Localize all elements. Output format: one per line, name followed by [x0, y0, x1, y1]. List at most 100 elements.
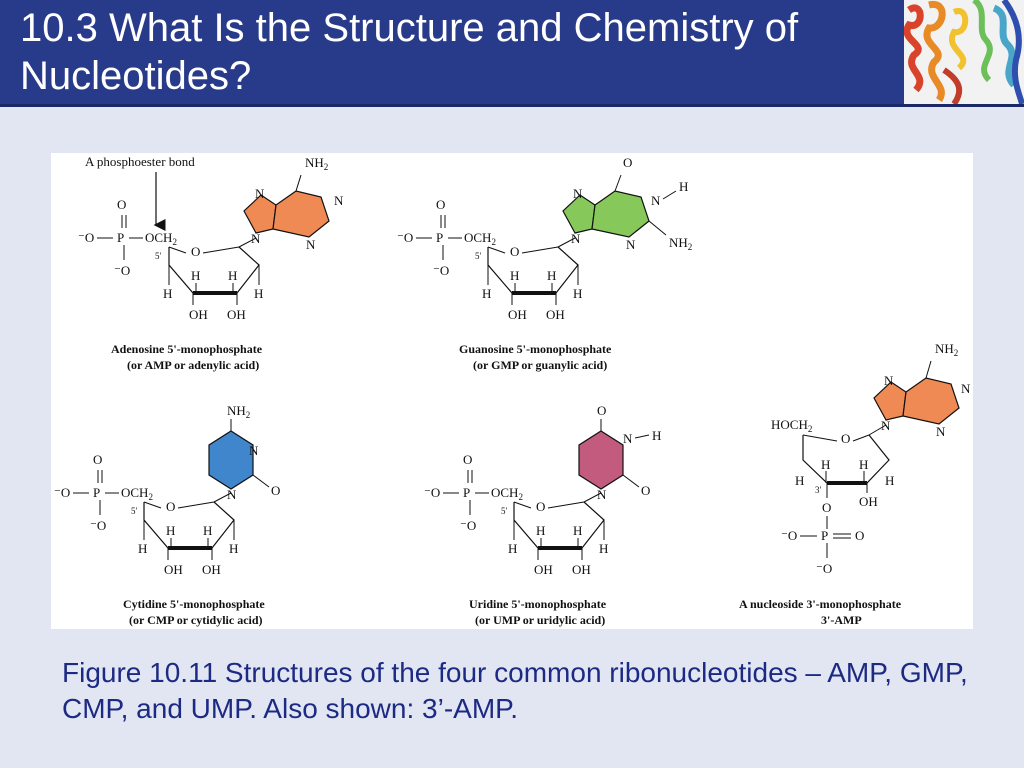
svg-text:⁻O: ⁻O — [433, 263, 449, 278]
svg-text:O: O — [597, 403, 606, 418]
svg-text:H: H — [547, 268, 556, 283]
svg-text:O: O — [463, 452, 472, 467]
svg-text:NH2: NH2 — [935, 341, 958, 358]
svg-text:⁻O: ⁻O — [397, 230, 413, 245]
svg-text:P: P — [436, 230, 443, 245]
svg-text:O: O — [191, 244, 200, 259]
svg-text:OCH2: OCH2 — [464, 230, 496, 247]
svg-text:5′: 5′ — [501, 506, 508, 516]
svg-text:O: O — [93, 452, 102, 467]
svg-text:Adenosine 5'-monophosphate: Adenosine 5'-monophosphate — [111, 342, 263, 356]
svg-text:OCH2: OCH2 — [121, 485, 153, 502]
svg-text:⁻O: ⁻O — [424, 485, 440, 500]
figure-caption: Figure 10.11 Structures of the four comm… — [62, 657, 968, 724]
svg-text:H: H — [795, 473, 804, 488]
svg-text:N: N — [571, 231, 581, 246]
svg-text:OH: OH — [534, 562, 553, 577]
svg-text:OH: OH — [546, 307, 565, 322]
svg-text:O: O — [271, 483, 280, 498]
svg-text:NH2: NH2 — [305, 155, 328, 172]
svg-text:O: O — [822, 500, 831, 515]
svg-text:H: H — [573, 523, 582, 538]
svg-text:(or CMP or cytidylic acid): (or CMP or cytidylic acid) — [129, 613, 263, 627]
svg-text:N: N — [227, 487, 237, 502]
svg-text:O: O — [510, 244, 519, 259]
svg-text:⁻O: ⁻O — [78, 230, 94, 245]
svg-text:H: H — [166, 523, 175, 538]
svg-text:H: H — [510, 268, 519, 283]
svg-text:OH: OH — [859, 494, 878, 509]
svg-text:⁻O: ⁻O — [90, 518, 106, 533]
svg-text:H: H — [228, 268, 237, 283]
svg-text:N: N — [249, 443, 259, 458]
svg-text:3'-AMP: 3'-AMP — [821, 613, 862, 627]
svg-text:N: N — [597, 487, 607, 502]
svg-text:O: O — [641, 483, 650, 498]
svg-text:P: P — [821, 528, 828, 543]
svg-text:H: H — [191, 268, 200, 283]
svg-text:H: H — [536, 523, 545, 538]
svg-text:P: P — [117, 230, 124, 245]
svg-text:Guanosine 5'-monophosphate: Guanosine 5'-monophosphate — [459, 342, 612, 356]
svg-text:N: N — [936, 424, 946, 439]
svg-text:N: N — [651, 193, 661, 208]
svg-text:Uridine 5'-monophosphate: Uridine 5'-monophosphate — [469, 597, 607, 611]
svg-text:O: O — [841, 431, 850, 446]
svg-text:H: H — [203, 523, 212, 538]
svg-text:N: N — [306, 237, 316, 252]
svg-text:N: N — [623, 431, 633, 446]
svg-text:N: N — [251, 231, 261, 246]
svg-text:OCH2: OCH2 — [145, 230, 177, 247]
svg-text:A nucleoside 3'-monophosphate: A nucleoside 3'-monophosphate — [739, 597, 902, 611]
svg-text:H: H — [138, 541, 147, 556]
figure-panel: A phosphoester bond O ⁻O P OCH2 ⁻O 5′ O … — [51, 153, 973, 629]
svg-text:N: N — [884, 373, 894, 388]
svg-text:OH: OH — [508, 307, 527, 322]
svg-text:H: H — [508, 541, 517, 556]
svg-text:N: N — [881, 418, 891, 433]
svg-text:(or UMP or uridylic acid): (or UMP or uridylic acid) — [475, 613, 605, 627]
svg-text:N: N — [573, 186, 583, 201]
svg-text:OH: OH — [572, 562, 591, 577]
svg-text:NH2: NH2 — [669, 235, 692, 252]
svg-text:⁻O: ⁻O — [114, 263, 130, 278]
svg-text:OH: OH — [164, 562, 183, 577]
svg-text:OH: OH — [189, 307, 208, 322]
svg-text:(or GMP or guanylic acid): (or GMP or guanylic acid) — [473, 358, 607, 372]
svg-text:5′: 5′ — [475, 251, 482, 261]
svg-text:OCH2: OCH2 — [491, 485, 523, 502]
svg-text:⁻O: ⁻O — [54, 485, 70, 500]
svg-text:P: P — [463, 485, 470, 500]
svg-text:H: H — [859, 457, 868, 472]
amp3-structure: HOCH2 O H H H H 3′ OH O ⁻O P O ⁻O — [739, 341, 971, 627]
svg-text:3′: 3′ — [815, 485, 822, 495]
svg-text:H: H — [652, 428, 661, 443]
protein-structure-image — [904, 0, 1024, 104]
svg-text:HOCH2: HOCH2 — [771, 417, 812, 434]
slide-title: 10.3 What Is the Structure and Chemistry… — [20, 6, 799, 98]
svg-text:P: P — [93, 485, 100, 500]
svg-text:5′: 5′ — [131, 506, 138, 516]
svg-text:H: H — [885, 473, 894, 488]
svg-text:O: O — [436, 197, 445, 212]
svg-text:OH: OH — [202, 562, 221, 577]
title-bar: 10.3 What Is the Structure and Chemistry… — [0, 0, 904, 104]
svg-text:H: H — [254, 286, 263, 301]
svg-text:H: H — [599, 541, 608, 556]
svg-text:NH2: NH2 — [227, 403, 250, 420]
svg-text:H: H — [229, 541, 238, 556]
svg-text:O: O — [117, 197, 126, 212]
svg-text:(or AMP or adenylic acid): (or AMP or adenylic acid) — [127, 358, 259, 372]
svg-text:N: N — [961, 381, 971, 396]
svg-text:O: O — [623, 155, 632, 170]
svg-text:5′: 5′ — [155, 251, 162, 261]
svg-text:⁻O: ⁻O — [781, 528, 797, 543]
svg-text:N: N — [255, 186, 265, 201]
svg-text:Cytidine 5'-monophosphate: Cytidine 5'-monophosphate — [123, 597, 265, 611]
svg-text:OH: OH — [227, 307, 246, 322]
nucleotide-structures-figure: A phosphoester bond O ⁻O P OCH2 ⁻O 5′ O … — [54, 154, 971, 627]
svg-text:H: H — [482, 286, 491, 301]
title-divider — [0, 104, 1024, 107]
